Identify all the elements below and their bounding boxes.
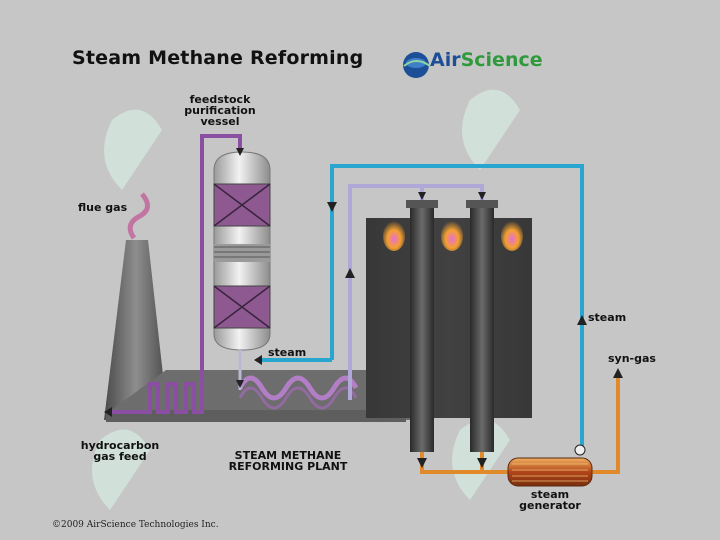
feedstock-purification-vessel	[213, 151, 271, 351]
plant-label-line1: STEAM METHANE	[234, 449, 342, 462]
generator-label-line2: generator	[519, 499, 581, 512]
hydrocarbon-gas-feed-label: hydrocarbon gas feed	[74, 440, 166, 462]
feedstock-label: feedstock purification vessel	[178, 94, 262, 127]
reformer-tube-2	[470, 206, 494, 452]
feedstock-label-line1: feedstock	[189, 93, 251, 106]
plant-label-line2: REFORMING PLANT	[228, 460, 348, 473]
airscience-logo-icon	[403, 52, 431, 78]
chimney-stack	[104, 240, 168, 420]
page-title: Steam Methane Reforming	[72, 47, 364, 69]
reformer-tube-1	[410, 206, 434, 452]
feedstock-label-line2: purification	[184, 104, 256, 117]
flue-gas-label: flue gas	[78, 201, 128, 214]
steam-label-left: steam	[268, 346, 307, 359]
logo-part-science: Science	[460, 49, 543, 71]
flue-gas-smoke	[127, 192, 150, 240]
feedstock-label-line3: vessel	[200, 115, 240, 128]
hydrocarbon-feed-line	[110, 134, 242, 414]
syn-gas-label: syn-gas	[608, 352, 656, 365]
airscience-logo: AirScience	[430, 49, 543, 71]
logo-part-air: Air	[430, 49, 461, 71]
steam-generator	[507, 457, 593, 487]
vessel-inlet-arrow	[236, 148, 244, 156]
steam-line-left	[330, 164, 584, 446]
steam-label-right: steam	[588, 311, 627, 324]
hydrocarbon-label-line2: gas feed	[93, 450, 147, 463]
syngas-up-arrow	[613, 368, 623, 378]
steam-generator-label: steam generator	[510, 489, 590, 511]
steam-generator-valve	[574, 444, 586, 456]
steam-down-arrow	[327, 202, 337, 212]
convection-coil	[237, 375, 359, 401]
burner-flames	[383, 221, 523, 251]
feed-inlet-arrow	[104, 407, 112, 417]
steam-up-arrow	[577, 315, 587, 325]
syngas-outlet-line	[592, 372, 620, 474]
plant-label: STEAM METHANE REFORMING PLANT	[218, 450, 358, 472]
generator-label-line1: steam	[530, 488, 570, 501]
copyright-notice: ©2009 AirScience Technologies Inc.	[52, 520, 219, 530]
hydrocarbon-label-line1: hydrocarbon	[80, 439, 160, 452]
